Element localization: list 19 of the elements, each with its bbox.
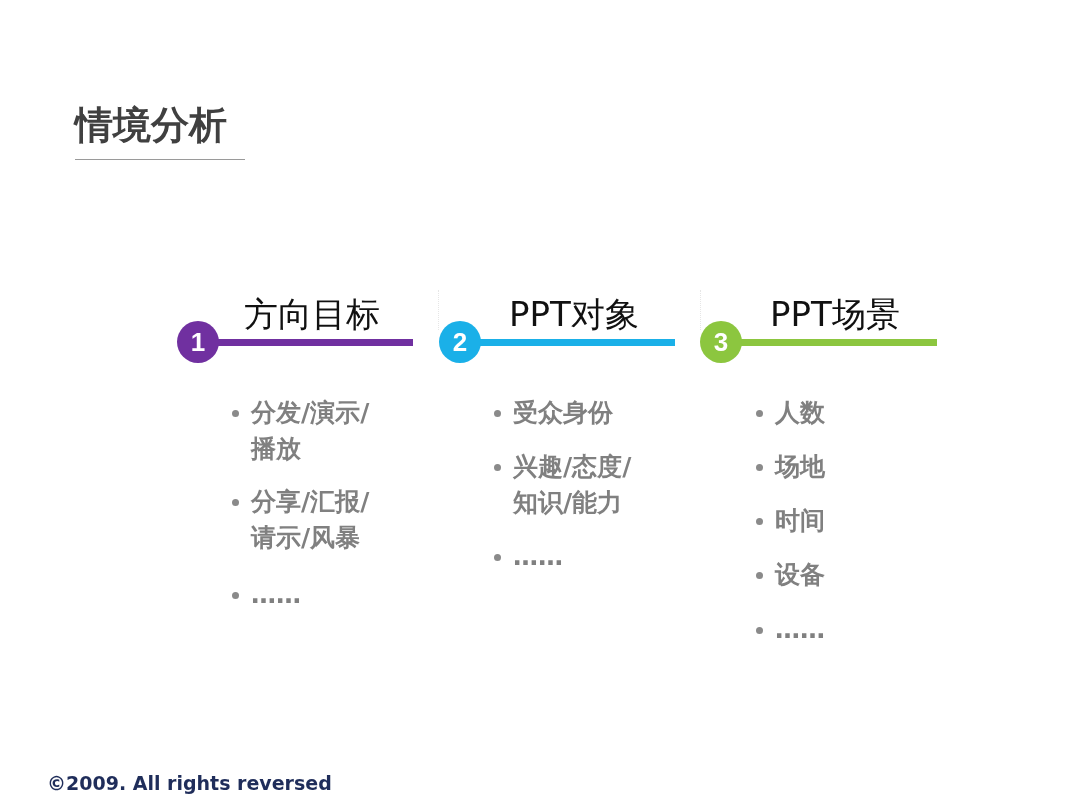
number-circle: 3 <box>700 321 742 363</box>
bullet-text: …… <box>775 614 826 646</box>
copyright-text: ©2009. All rights reversed <box>47 771 332 796</box>
bullet-text: 时间 <box>775 505 826 537</box>
column-heading: PPT对象 <box>509 294 639 334</box>
bullet-text: …… <box>513 541 564 573</box>
number-circle: 2 <box>439 321 481 363</box>
bullet-text: 分发/演示/播放 <box>251 397 371 465</box>
bullet-text: 设备 <box>775 559 826 591</box>
number-circle: 1 <box>177 321 219 363</box>
bullet-text: 受众身份 <box>513 397 614 429</box>
bullet-text: 兴趣/态度/知识/能力 <box>513 451 633 519</box>
bullet-text: 人数 <box>775 397 826 429</box>
column-heading: 方向目标 <box>244 294 380 334</box>
column-heading: PPT场景 <box>770 294 900 334</box>
bullet-text: …… <box>251 579 302 611</box>
bullet-text: 分享/汇报/请示/风暴 <box>251 486 371 554</box>
slide-title: 情境分析 <box>75 102 227 149</box>
bullet-text: 场地 <box>775 451 826 483</box>
